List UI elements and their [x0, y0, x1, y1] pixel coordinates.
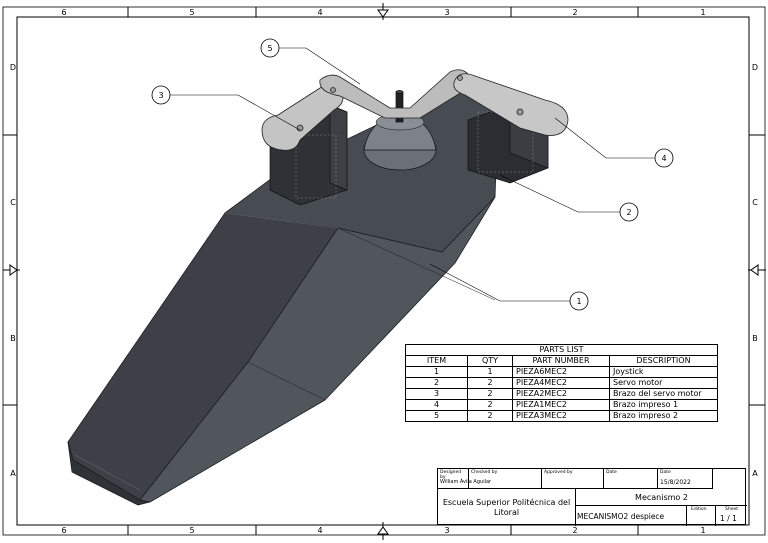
- checked-by-cell: Checked by: [469, 469, 542, 489]
- row-label-c-left: C: [10, 198, 16, 207]
- callout-balloon-1: [569, 291, 589, 311]
- row-label-a-right: A: [752, 469, 758, 478]
- qty-cell: 2: [467, 410, 513, 422]
- arm-left-outer: [261, 84, 344, 151]
- callout-label-4: 4: [661, 154, 666, 163]
- parts-list-table: PARTS LIST ITEM QTY PART NUMBER DESCRIPT…: [405, 344, 718, 422]
- parts-list-title: PARTS LIST: [405, 344, 718, 356]
- checked-by-label: Checked by: [471, 470, 498, 475]
- part-number-cell: PIEZA3MEC2: [512, 410, 610, 422]
- callout-label-3: 3: [158, 91, 163, 100]
- design-date-label: Date: [660, 470, 671, 475]
- table-row: 2 2 PIEZA4MEC2 Servo motor: [405, 377, 718, 389]
- qty-cell: 2: [467, 377, 513, 389]
- centering-marks: [3, 3, 766, 540]
- printed-arms: [261, 69, 569, 151]
- description-cell: Joystick: [609, 366, 718, 378]
- approved-by-cell: Approved by: [542, 469, 604, 489]
- approval-date-cell: Date: [604, 469, 658, 489]
- approval-date-label: Date: [606, 470, 617, 475]
- parts-list-header-row: ITEM QTY PART NUMBER DESCRIPTION: [405, 355, 718, 367]
- qty-cell: 1: [467, 366, 513, 378]
- item-cell: 3: [405, 388, 468, 400]
- design-date-value: 15/8/2022: [660, 479, 691, 486]
- row-label-b-left: B: [10, 334, 16, 343]
- column-label-1-top: 1: [700, 8, 705, 17]
- table-row: 1 1 PIEZA6MEC2 Joystick: [405, 366, 718, 378]
- designed-by-value: William Ávila Aguilar: [440, 479, 492, 485]
- header-item: ITEM: [405, 355, 468, 367]
- table-row: 5 2 PIEZA3MEC2 Brazo impreso 2: [405, 410, 718, 422]
- design-date-cell: Date 15/8/2022: [658, 469, 713, 489]
- callout-label-5: 5: [267, 44, 272, 53]
- outer-border: [2, 6, 766, 536]
- item-cell: 1: [405, 366, 468, 378]
- description-cell: Brazo del servo motor: [609, 388, 718, 400]
- callout-balloon-4: [654, 148, 674, 168]
- row-label-c-right: C: [752, 198, 758, 207]
- table-row: 4 2 PIEZA1MEC2 Brazo impreso 1: [405, 399, 718, 411]
- row-label-a-left: A: [10, 469, 16, 478]
- row-label-b-right: B: [752, 334, 758, 343]
- item-cell: 4: [405, 399, 468, 411]
- drawing-subtitle: MECANISMO2 despiece: [576, 506, 687, 526]
- organization-name: Escuela Superior Politécnica del Litoral: [438, 489, 576, 526]
- drawing-title: Mecanismo 2: [576, 489, 747, 506]
- description-cell: Servo motor: [609, 377, 718, 389]
- part-number-cell: PIEZA6MEC2: [512, 366, 610, 378]
- callout-balloon-5: [260, 38, 280, 58]
- column-label-4-bottom: 4: [317, 526, 322, 535]
- row-label-d-left: D: [10, 63, 16, 72]
- column-label-2-top: 2: [572, 8, 577, 17]
- parts-list-title-row: PARTS LIST: [405, 344, 718, 356]
- column-label-1-bottom: 1: [700, 526, 705, 535]
- qty-cell: 2: [467, 399, 513, 411]
- zone-ticks: [3, 7, 765, 535]
- callout-balloon-3: [151, 85, 171, 105]
- row-label-d-right: D: [752, 63, 758, 72]
- column-label-5-bottom: 5: [189, 526, 194, 535]
- callout-label-1: 1: [576, 297, 581, 306]
- callout-leaders: [170, 47, 655, 302]
- header-part-number: PART NUMBER: [512, 355, 610, 367]
- header-qty: QTY: [467, 355, 513, 367]
- description-cell: Brazo impreso 1: [609, 399, 718, 411]
- part-number-cell: PIEZA4MEC2: [512, 377, 610, 389]
- designed-by-label: Designed by: [440, 470, 462, 480]
- description-cell: Brazo impreso 2: [609, 410, 718, 422]
- column-label-3-top: 3: [444, 8, 449, 17]
- column-label-6-bottom: 6: [61, 526, 66, 535]
- part-number-cell: PIEZA2MEC2: [512, 388, 610, 400]
- sheet-value: 1 / 1: [720, 514, 737, 523]
- arm-right-outer: [453, 73, 569, 136]
- approved-by-label: Approved by: [544, 470, 573, 475]
- callout-balloon-2: [619, 202, 639, 222]
- sheet-label: Sheet: [725, 507, 739, 512]
- qty-cell: 2: [467, 388, 513, 400]
- body-tip-face: [67, 441, 151, 506]
- column-label-3-bottom: 3: [444, 526, 449, 535]
- edition-cell: Edition: [687, 506, 716, 526]
- edition-label: Edition: [691, 507, 707, 512]
- column-label-4-top: 4: [317, 8, 322, 17]
- column-label-6-top: 6: [61, 8, 66, 17]
- designed-by-cell: Designed by: [438, 469, 469, 489]
- callout-label-2: 2: [626, 208, 631, 217]
- part-number-cell: PIEZA1MEC2: [512, 399, 610, 411]
- joystick-body: [67, 84, 499, 506]
- callout-balloons: [151, 38, 674, 311]
- table-row: 3 2 PIEZA2MEC2 Brazo del servo motor: [405, 388, 718, 400]
- title-block: Designed by William Ávila Aguilar Checke…: [437, 468, 747, 526]
- column-label-5-top: 5: [189, 8, 194, 17]
- item-cell: 5: [405, 410, 468, 422]
- sheet-cell: Sheet 1 / 1: [716, 506, 747, 526]
- column-label-2-bottom: 2: [572, 526, 577, 535]
- header-description: DESCRIPTION: [609, 355, 718, 367]
- item-cell: 2: [405, 377, 468, 389]
